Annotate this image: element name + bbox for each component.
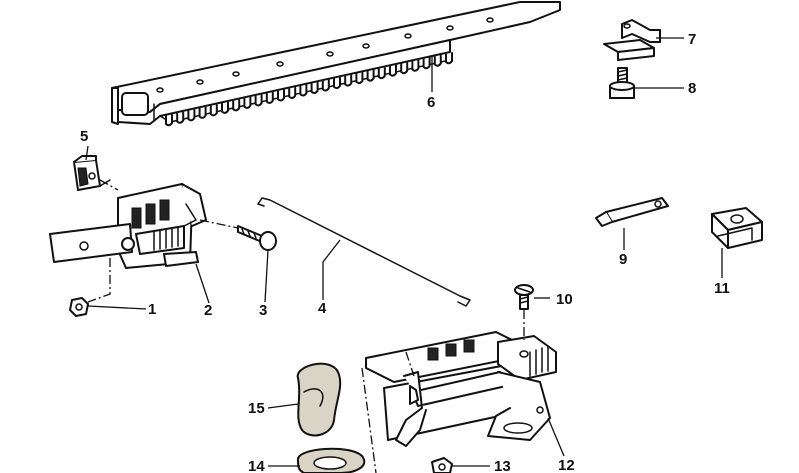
rail-tooth <box>243 96 252 109</box>
part-7-clip-bracket <box>603 19 661 61</box>
rail-hole <box>156 87 164 93</box>
rail-teeth <box>165 52 453 127</box>
rail-tooth <box>422 56 431 70</box>
rail-tooth <box>221 101 229 114</box>
rail-hole <box>276 61 284 67</box>
rail-holes <box>156 17 494 93</box>
rail-tooth <box>254 94 263 107</box>
callout-3: 3 <box>259 302 267 319</box>
callout-13: 13 <box>494 458 511 473</box>
rail-tooth <box>165 114 173 127</box>
rail-tooth <box>277 89 285 102</box>
rail-tooth <box>389 64 397 77</box>
callout-9: 9 <box>619 251 627 268</box>
rail-tooth <box>198 106 207 119</box>
rail-tooth <box>366 69 375 82</box>
assembly-lines <box>87 179 525 473</box>
callout-15: 15 <box>248 400 265 417</box>
rail-tooth <box>344 74 353 87</box>
rail-hole <box>326 51 334 57</box>
callout-11: 11 <box>714 280 730 297</box>
part-10-screw <box>514 284 534 310</box>
rail-tooth <box>187 109 196 122</box>
part-1-hex-nut <box>69 297 89 317</box>
leader-lines <box>85 37 723 467</box>
part-9-flat-strap <box>595 197 669 227</box>
rail-tooth <box>411 59 420 72</box>
rail-tooth <box>176 111 185 124</box>
rail-tooth <box>288 86 297 99</box>
callout-5: 5 <box>80 128 88 145</box>
rail-tooth <box>445 52 453 65</box>
callout-4: 4 <box>318 300 327 317</box>
rail-hole <box>232 71 240 77</box>
callout-8: 8 <box>688 80 696 97</box>
part-2-latch-mechanism <box>49 183 207 269</box>
rail-tooth <box>265 91 274 104</box>
part-6-seat-rail <box>111 1 561 127</box>
part-15-felt-pad <box>296 362 342 437</box>
part-8-screw <box>609 67 635 99</box>
part-12-latch-assembly <box>365 331 557 447</box>
callout-7: 7 <box>688 31 696 48</box>
part-5-spring-clip <box>73 155 111 191</box>
rail-tooth <box>355 71 364 85</box>
part-4-wire-rod <box>257 197 471 307</box>
callout-10: 10 <box>556 291 573 308</box>
rail-tooth <box>377 66 386 80</box>
rail-tooth <box>232 99 241 112</box>
part-3-bolt <box>237 225 277 251</box>
rail-hole <box>446 25 454 31</box>
rail-tooth <box>310 81 319 95</box>
rail-tooth <box>333 76 341 90</box>
rail-tooth <box>433 54 442 67</box>
rail-tooth <box>299 84 308 97</box>
rail-hole <box>486 17 494 23</box>
part-11-cage-nut <box>711 207 763 249</box>
rail-tooth <box>321 79 330 92</box>
callout-1: 1 <box>148 301 156 318</box>
rail-tooth <box>400 61 409 75</box>
part-13-hex-nut <box>431 457 453 473</box>
rail-hole <box>362 43 370 49</box>
callout-labels: 1 2 3 4 5 6 7 8 9 10 11 12 13 14 15 <box>80 31 730 473</box>
callout-2: 2 <box>204 302 212 319</box>
callout-6: 6 <box>427 94 435 111</box>
rail-hole <box>196 79 204 85</box>
callout-14: 14 <box>248 458 265 473</box>
rail-hole <box>404 33 412 39</box>
rail-tooth <box>209 104 218 117</box>
part-14-grommet <box>297 447 366 473</box>
callout-12: 12 <box>558 457 575 473</box>
